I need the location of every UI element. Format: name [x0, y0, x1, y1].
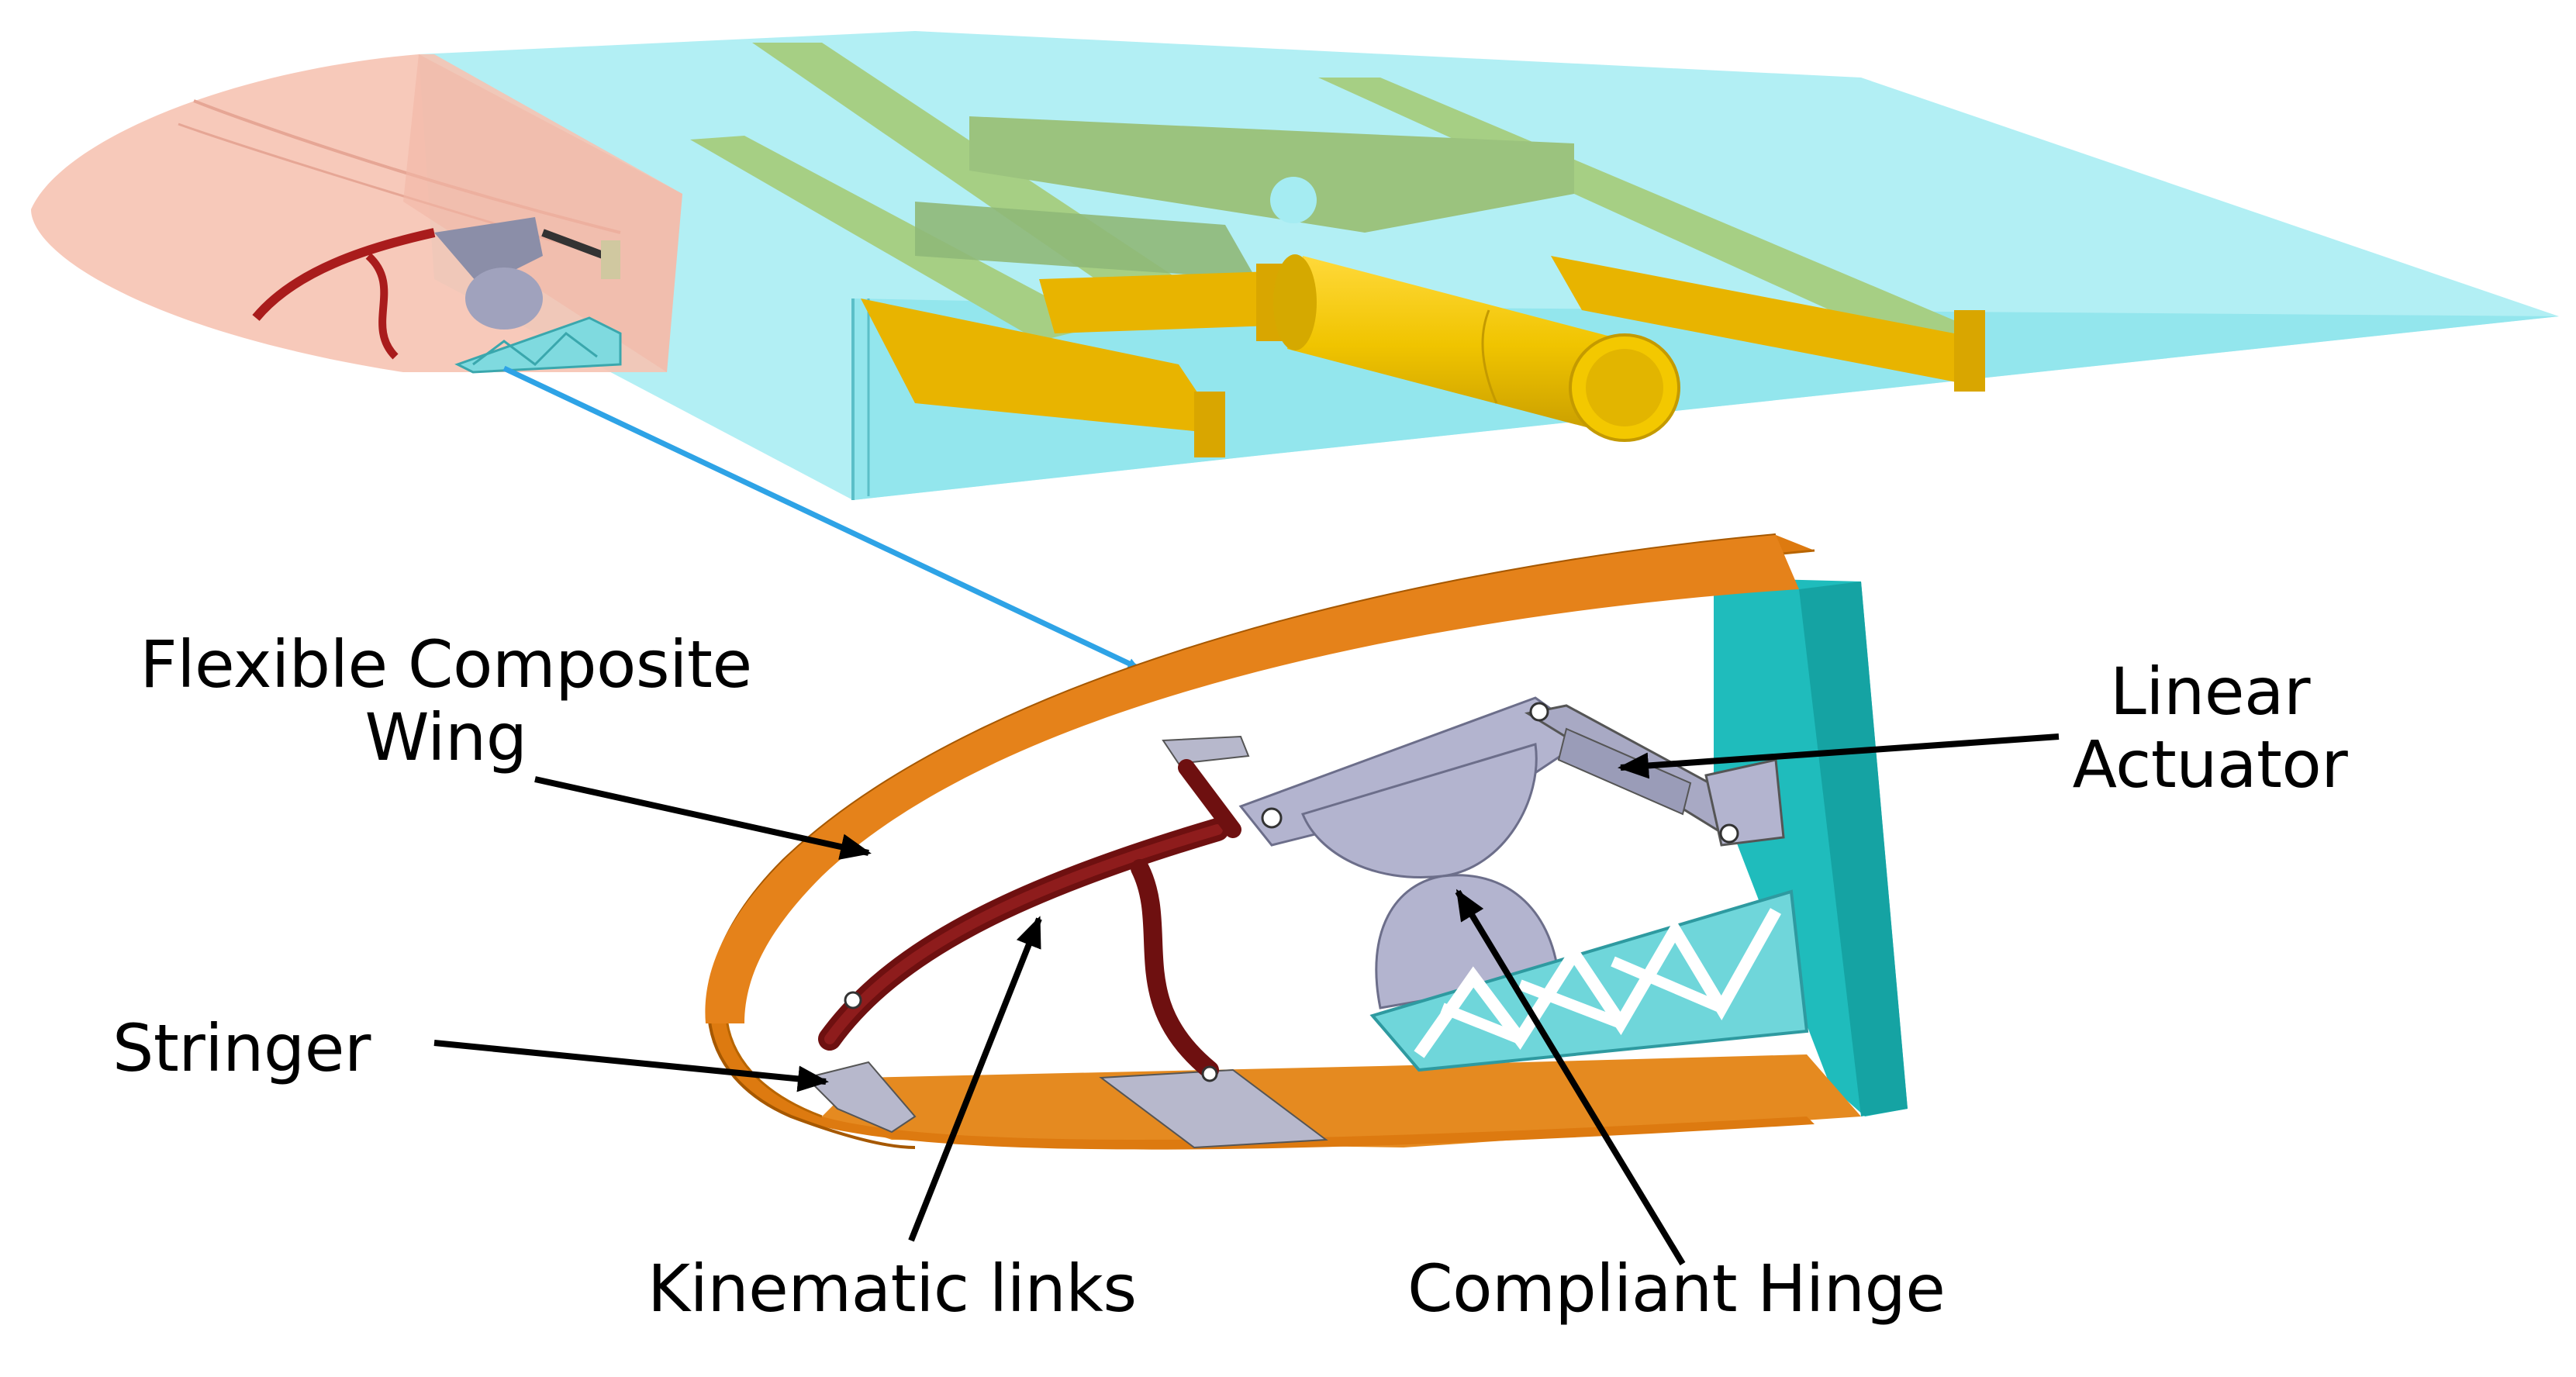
- lattice-rib: [1369, 889, 1809, 1072]
- rib-green: [969, 116, 1574, 233]
- label-flexible-composite-wing: Flexible Composite Wing: [124, 628, 768, 774]
- pointer-kinematic: [908, 916, 1042, 1242]
- label-linear-actuator-line1: Linear: [2109, 654, 2311, 730]
- label-kinematic-links: Kinematic links: [647, 1251, 1137, 1327]
- leading-edge-section-render: [705, 533, 1908, 1150]
- pointer-wing: [534, 776, 872, 860]
- wing-assembly-render: [31, 31, 2559, 500]
- label-linear-actuator: Linear Actuator: [2047, 655, 2373, 801]
- actuator-tube: [1273, 254, 1680, 442]
- label-flexible-composite-wing-line1: Flexible Composite: [140, 626, 752, 702]
- kinematic-links: [818, 759, 1241, 1082]
- wing-box-front-face: [853, 299, 2559, 500]
- label-compliant-hinge: Compliant Hinge: [1407, 1251, 1946, 1327]
- spar: [1551, 256, 1985, 388]
- stringer-bracket: [805, 735, 1328, 1149]
- zoom-arrow: [502, 365, 1139, 670]
- label-stringer: Stringer: [112, 1010, 371, 1086]
- mini-mechanism: [252, 217, 622, 374]
- label-flexible-composite-wing-line2: Wing: [364, 699, 527, 776]
- label-linear-actuator-line2: Actuator: [2072, 726, 2348, 803]
- spar: [861, 299, 1225, 434]
- pointer-stringer: [433, 1040, 829, 1092]
- spar: [1039, 271, 1272, 333]
- pointer-hinge: [1455, 889, 1686, 1266]
- rib-green: [690, 136, 1101, 341]
- pointer-actuator: [1618, 733, 2060, 779]
